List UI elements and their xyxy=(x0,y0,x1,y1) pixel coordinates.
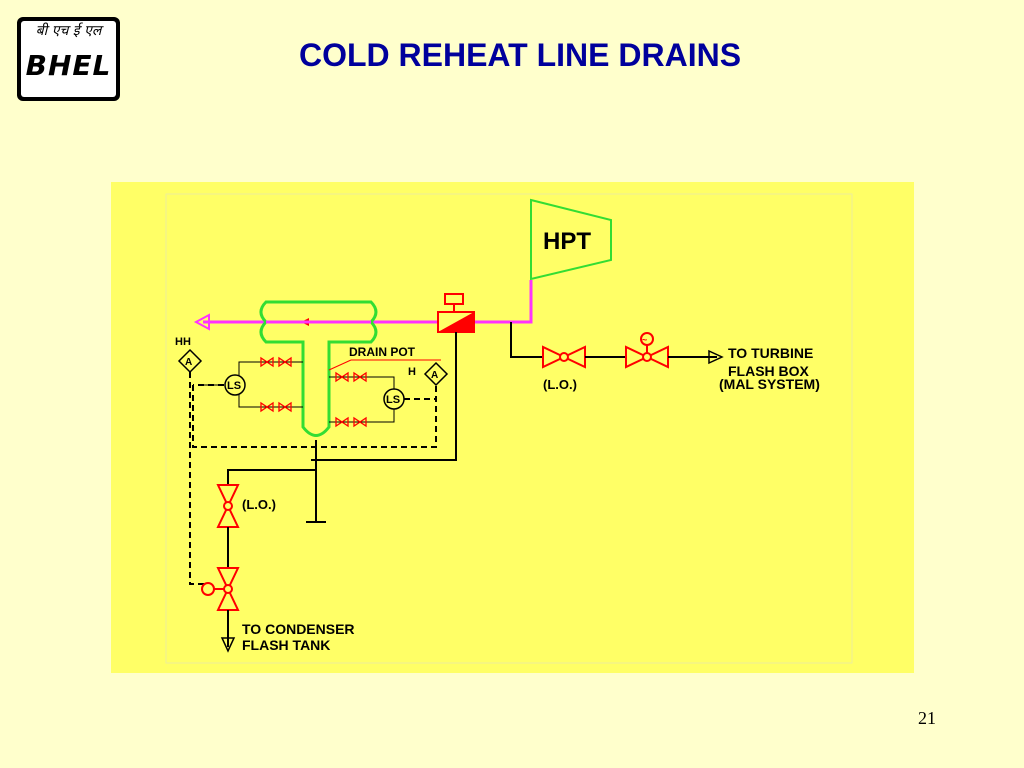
level-switch-right-label: LS xyxy=(386,394,400,406)
turbine-dest-line1: TO TURBINE xyxy=(728,345,813,361)
motor-valve-left xyxy=(201,567,240,611)
turbine-dest-line3: (MAL SYSTEM) xyxy=(719,376,820,392)
alarm-hh-letter: A xyxy=(185,357,192,368)
lo-valve-right xyxy=(542,345,586,369)
logo-hindi-text: बी एच ई एल xyxy=(35,23,102,39)
turbine-flow-arrow xyxy=(708,349,724,365)
inner-frame xyxy=(165,193,853,664)
hpt-turbine xyxy=(530,198,612,281)
signal-lines xyxy=(189,372,437,585)
hh-label: HH xyxy=(175,336,191,348)
drain-schematic: HPT ~ (L.O.) TO T xyxy=(165,193,853,664)
slide-title: COLD REHEAT LINE DRAINS xyxy=(298,37,742,73)
steam-flow-arrow-left xyxy=(193,313,210,331)
lo-label-right: (L.O.) xyxy=(543,377,577,392)
logo-brand-text: BHEL xyxy=(25,49,112,82)
h-label: H xyxy=(408,366,416,378)
instrument-line xyxy=(311,332,457,461)
diagram-panel: HPT ~ (L.O.) TO T xyxy=(111,182,914,673)
lo-valve-left xyxy=(216,484,240,528)
drain-pot-leader xyxy=(328,359,352,371)
condenser-dest-line2: FLASH TANK xyxy=(242,637,330,653)
level-switch-left xyxy=(224,374,246,396)
condenser-flow-arrow xyxy=(220,637,236,653)
lo-label-left: (L.O.) xyxy=(242,497,276,512)
bhel-logo: बी एच ई एल BHEL xyxy=(17,17,120,101)
turbine-dest-line2: FLASH BOX xyxy=(728,363,810,379)
alarm-h xyxy=(423,361,449,387)
drain-pot-label: DRAIN POT xyxy=(349,345,416,359)
condenser-drain-line xyxy=(227,469,316,484)
drain-pot xyxy=(259,300,378,437)
condenser-dest-line1: TO CONDENSER xyxy=(242,621,355,637)
actuator-box xyxy=(444,293,464,305)
alarm-h-letter: A xyxy=(431,370,438,381)
turbine-drain-line xyxy=(510,322,543,358)
level-switch-left-label: LS xyxy=(227,380,241,392)
logo-panel: बी एच ई एल BHEL xyxy=(21,21,116,97)
motor-symbol-right: ~ xyxy=(642,335,647,345)
level-switch-left-piping xyxy=(199,361,303,408)
nrv-fill xyxy=(438,312,474,332)
page-number: 21 xyxy=(918,708,936,728)
hpt-label: HPT xyxy=(543,228,591,255)
isolation-valves xyxy=(260,356,367,428)
